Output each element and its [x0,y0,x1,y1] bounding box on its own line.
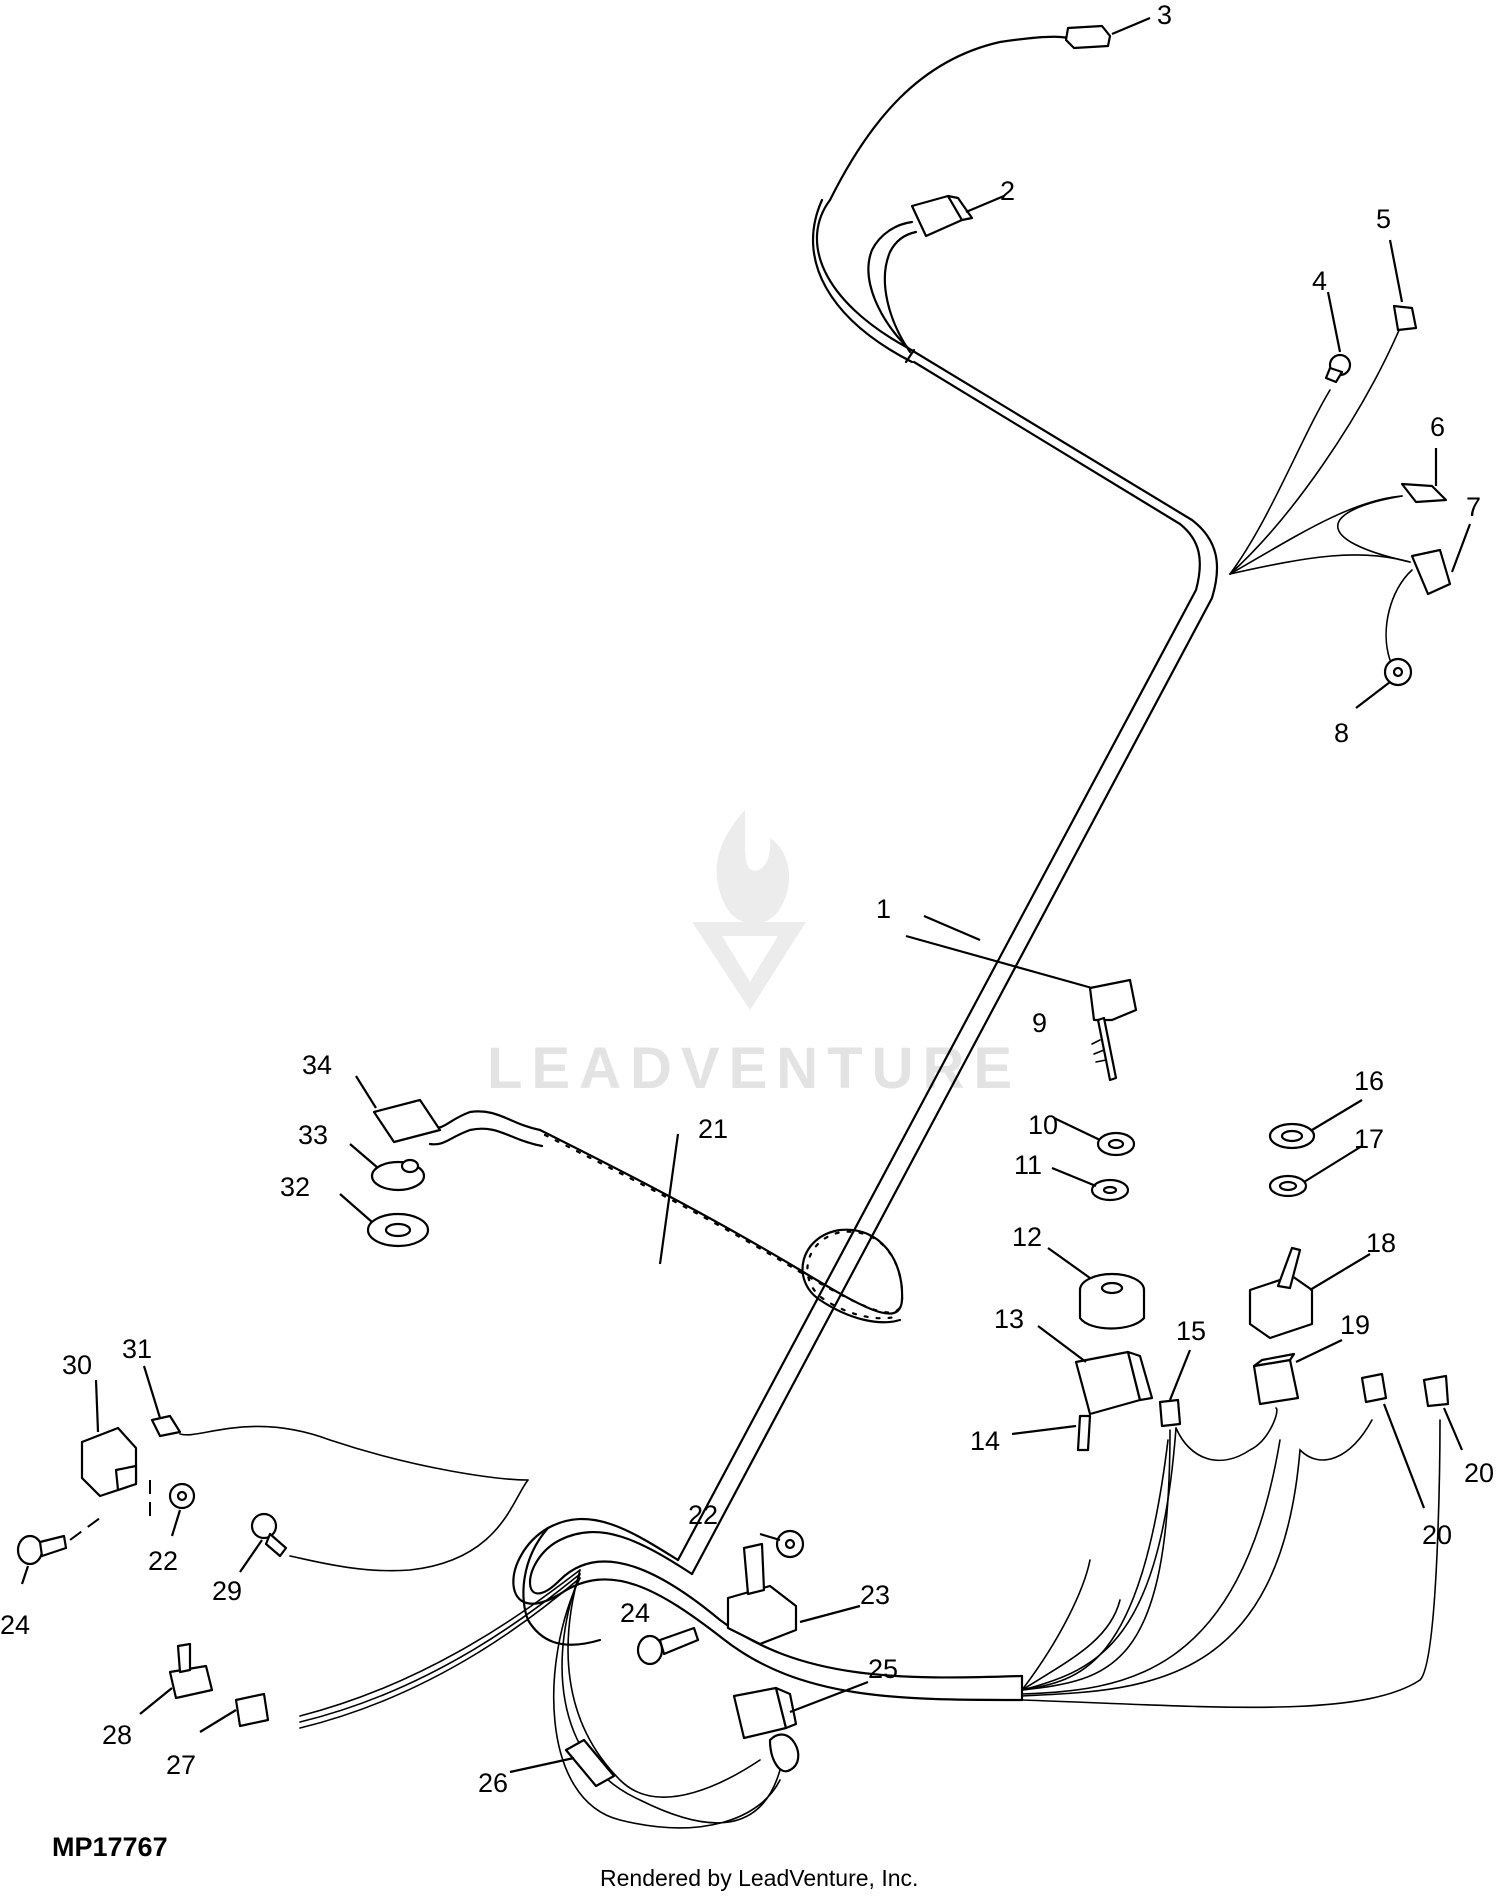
callout-26: 26 [478,1768,508,1798]
connector-20a [1360,1372,1388,1404]
terminal-14 [1076,1414,1092,1452]
callout-7: 7 [1466,492,1481,522]
connector-7 [1410,548,1452,596]
callout-29: 29 [212,1576,242,1606]
callout-13: 13 [994,1304,1024,1334]
callout-1: 1 [876,894,891,924]
connector-6 [1400,482,1448,504]
grommet-33 [370,1158,426,1192]
relay-30 [80,1426,138,1498]
connector-15 [1158,1398,1182,1428]
callout-27: 27 [166,1750,196,1780]
screw-24a [16,1534,68,1566]
callout-30: 30 [62,1350,92,1380]
callout-21: 21 [698,1114,728,1144]
callout-11: 11 [1014,1150,1042,1180]
connector-19 [1252,1352,1300,1406]
callout-18: 18 [1366,1228,1396,1258]
render-credit: Rendered by LeadVenture, Inc. [600,1865,918,1891]
ignition-switch-12 [1078,1272,1146,1330]
connector-13 [1074,1350,1154,1416]
nut-22b [775,1529,805,1559]
callout-24a: 24 [0,1610,30,1640]
callout-14: 14 [970,1426,1000,1456]
callout-10: 10 [1028,1110,1058,1140]
connector-27 [234,1692,270,1728]
callout-17: 17 [1354,1124,1384,1154]
nut-16 [1268,1122,1316,1150]
callout-32: 32 [280,1172,310,1202]
callout-5: 5 [1376,204,1391,234]
callout-4: 4 [1312,266,1327,296]
callout-15: 15 [1176,1316,1206,1346]
callout-labels: 3 2 4 5 6 7 8 1 9 10 11 12 13 14 15 16 1… [0,0,1494,1798]
callout-6: 6 [1430,412,1445,442]
callout-16: 16 [1354,1066,1384,1096]
callout-22a: 22 [148,1546,178,1576]
callout-22b: 22 [688,1500,718,1530]
toggle-switch-18 [1248,1246,1314,1340]
callout-20b: 20 [1464,1458,1494,1488]
leadventure-watermark: LEADVENTURE [487,810,1021,1101]
callout-9: 9 [1032,1008,1047,1038]
watermark-text: LEADVENTURE [487,1036,1021,1101]
callout-25: 25 [868,1654,898,1684]
callout-34: 34 [302,1050,332,1080]
connector-3 [1064,24,1112,50]
callout-24b: 24 [620,1598,650,1628]
leader-lines [20,16,1472,1774]
connector-20b [1422,1374,1450,1408]
ring-terminal-4 [1324,353,1352,384]
diode-26 [564,1738,616,1788]
screw-24b [636,1626,700,1666]
main-harness [512,35,1413,1702]
callout-23: 23 [860,1580,890,1610]
connector-2 [910,194,974,238]
lower-left-wires [179,1425,781,1829]
callout-31: 31 [122,1334,152,1364]
grommet-32 [366,1212,430,1248]
callout-2: 2 [1000,176,1015,206]
ring-terminal-29 [250,1512,288,1558]
right-wires [1021,1407,1441,1709]
connector-25 [732,1686,800,1773]
switch-28 [168,1642,214,1700]
ring-terminal-8 [1383,657,1413,687]
coiled-sub-harness [428,1110,904,1324]
connector-34 [372,1098,442,1144]
relay-23 [726,1542,798,1646]
terminal-31 [150,1414,182,1438]
callout-28: 28 [102,1720,132,1750]
washer-11 [1090,1178,1130,1202]
nut-10 [1096,1131,1136,1157]
key-9 [1088,978,1138,1082]
nut-22a [168,1482,196,1510]
callout-12: 12 [1012,1222,1042,1252]
callout-3: 3 [1157,0,1172,30]
callout-20a: 20 [1422,1520,1452,1550]
callout-33: 33 [298,1120,328,1150]
diagram-reference-code: MP17767 [52,1832,168,1862]
callout-19: 19 [1340,1310,1370,1340]
washer-17 [1268,1174,1308,1198]
connector-5 [1392,304,1418,332]
callout-8: 8 [1334,718,1349,748]
